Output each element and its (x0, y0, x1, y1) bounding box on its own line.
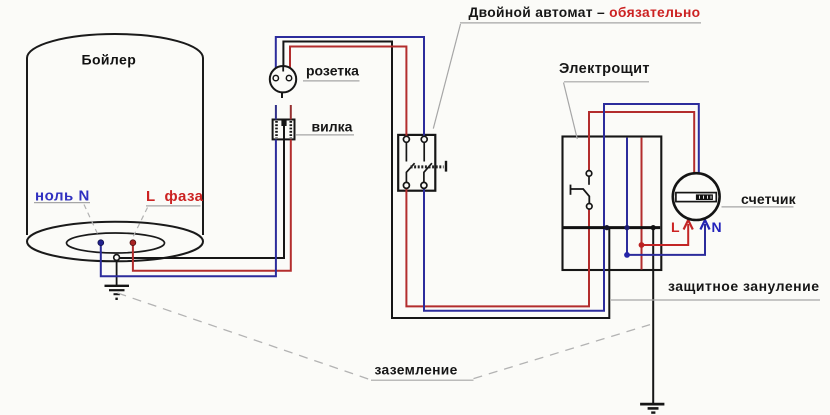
svg-text:L: L (671, 219, 680, 235)
svg-text:вилка: вилка (312, 119, 353, 135)
svg-text:фаза: фаза (165, 188, 204, 205)
svg-text:N: N (712, 219, 722, 235)
svg-text:Двойной автомат – обязательно: Двойной автомат – обязательно (469, 5, 701, 20)
svg-text:защитное зануление: защитное зануление (668, 278, 819, 294)
svg-text:L: L (146, 188, 155, 205)
svg-text:ноль N: ноль N (35, 188, 90, 205)
svg-text:Бойлер: Бойлер (82, 51, 137, 67)
svg-text:розетка: розетка (306, 63, 359, 79)
svg-text:счетчик: счетчик (741, 191, 797, 207)
svg-text:заземление: заземление (375, 363, 458, 378)
svg-text:Электрощит: Электрощит (559, 61, 650, 77)
